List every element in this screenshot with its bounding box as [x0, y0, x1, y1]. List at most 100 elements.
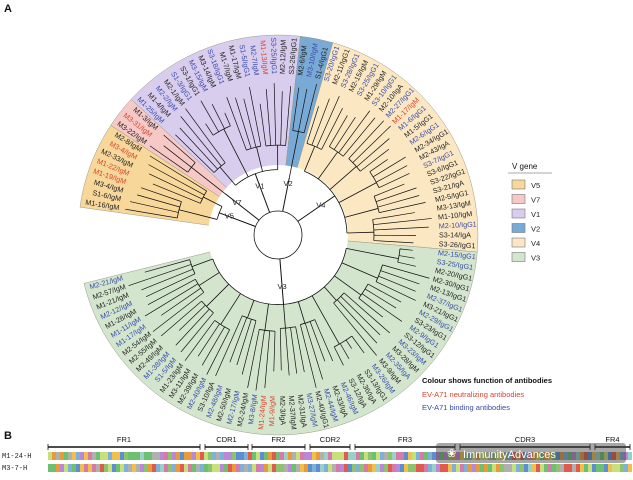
- residue-cell: [128, 464, 132, 472]
- branch: [372, 212, 415, 220]
- region-label-fr1: FR1: [117, 435, 131, 444]
- branch: [144, 283, 199, 317]
- function-legend-binding: EV-A71 binding antibodies: [422, 403, 510, 412]
- residue-cell: [584, 464, 588, 472]
- residue-cell: [108, 452, 112, 460]
- residue-cell: [92, 452, 96, 460]
- residue-cell: [64, 452, 68, 460]
- residue-cell: [176, 464, 180, 472]
- residue-cell: [476, 464, 480, 472]
- residue-cell: [68, 464, 72, 472]
- residue-cell: [288, 452, 292, 460]
- residue-cell: [440, 464, 444, 472]
- residue-cell: [392, 452, 396, 460]
- branch: [304, 323, 323, 380]
- residue-cell: [360, 464, 364, 472]
- residue-cell: [340, 464, 344, 472]
- residue-cell: [624, 464, 628, 472]
- watermark-bg: [436, 443, 626, 463]
- residue-cell: [368, 464, 372, 472]
- residue-cell: [128, 452, 132, 460]
- residue-cell: [464, 464, 468, 472]
- leaf-label: M2-7/IgM: [248, 45, 261, 76]
- residue-cell: [292, 464, 296, 472]
- residue-cell: [408, 452, 412, 460]
- residue-cell: [264, 464, 268, 472]
- branch: [382, 264, 430, 279]
- residue-cell: [240, 464, 244, 472]
- branch-arc: [235, 169, 278, 186]
- residue-cell: [248, 464, 252, 472]
- residue-cell: [388, 452, 392, 460]
- tree-branches: [125, 83, 432, 391]
- residue-cell: [204, 464, 208, 472]
- function-legend: Colour shows function of antibodies EV-A…: [422, 376, 552, 412]
- residue-cell: [48, 464, 52, 472]
- branch: [140, 187, 182, 202]
- residue-cell: [344, 452, 348, 460]
- branch: [333, 116, 356, 150]
- residue-cell: [200, 452, 204, 460]
- residue-cell: [448, 464, 452, 472]
- branch: [206, 329, 230, 375]
- residue-cell: [276, 452, 280, 460]
- residue-cell: [372, 464, 376, 472]
- legend-label-v7: V7: [531, 196, 540, 205]
- residue-cell: [628, 452, 632, 460]
- residue-cell: [196, 464, 200, 472]
- residue-cell: [392, 464, 396, 472]
- residue-cell: [356, 464, 360, 472]
- branch: [288, 131, 299, 179]
- residue-cell: [348, 464, 352, 472]
- residue-cell: [480, 464, 484, 472]
- branch: [254, 173, 271, 213]
- branch: [283, 304, 286, 329]
- residue-cell: [460, 464, 464, 472]
- region-label-fr3: FR3: [398, 435, 412, 444]
- residue-cell: [488, 464, 492, 472]
- residue-cell: [148, 452, 152, 460]
- residue-cell: [624, 452, 628, 460]
- branch: [379, 202, 426, 213]
- branch-arc: [373, 196, 380, 213]
- branch: [197, 323, 220, 357]
- residue-cell: [476, 452, 480, 460]
- region-label-fr2: FR2: [271, 435, 285, 444]
- residue-cell: [404, 452, 408, 460]
- residue-cell: [528, 452, 532, 460]
- residue-cell: [228, 464, 232, 472]
- residue-cell: [532, 464, 536, 472]
- branch: [360, 148, 390, 172]
- tree-root-ring: [253, 210, 303, 260]
- branch: [345, 339, 352, 349]
- residue-cell: [272, 452, 276, 460]
- residue-cell: [132, 464, 136, 472]
- residue-cell: [184, 464, 188, 472]
- residue-cell: [516, 464, 520, 472]
- branch-arc: [304, 170, 348, 233]
- branch: [249, 86, 262, 147]
- panel-b-label: B: [4, 430, 12, 442]
- branch: [340, 296, 381, 336]
- legend-swatch-v7: [511, 194, 526, 204]
- residue-cell: [112, 452, 116, 460]
- residue-cell: [172, 464, 176, 472]
- leaf-label: M1-10/IgM: [438, 209, 473, 222]
- residue-cell: [460, 452, 464, 460]
- function-legend-neutralizing: EV-A71 neutralizing antibodies: [422, 390, 524, 399]
- residue-cell: [524, 464, 528, 472]
- residue-cell: [508, 464, 512, 472]
- residue-cell: [468, 464, 472, 472]
- branch: [295, 326, 305, 373]
- branch: [321, 108, 343, 150]
- branch-arc: [306, 143, 322, 150]
- residue-cell: [120, 464, 124, 472]
- branch: [373, 218, 432, 226]
- residue-cell: [236, 464, 240, 472]
- branch: [338, 182, 377, 203]
- branch: [255, 330, 265, 391]
- branch: [311, 98, 330, 146]
- residue-cell: [56, 452, 60, 460]
- legend-swatch-v5: [511, 179, 526, 190]
- branch: [314, 319, 334, 362]
